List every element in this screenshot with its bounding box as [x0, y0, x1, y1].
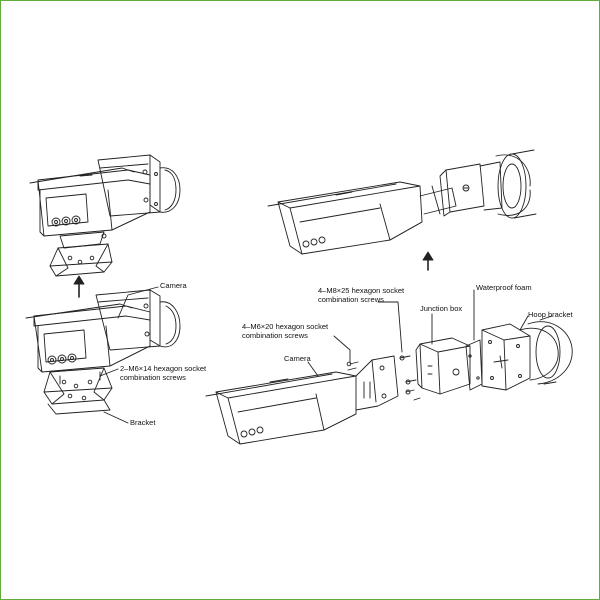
left-camera-assembled	[29, 154, 181, 277]
label-left-screws: 2–M6×14 hexagon socket combination screw…	[120, 364, 207, 382]
label-right-m6-screws: 4–M6×20 hexagon socket combination screw…	[242, 322, 329, 340]
leader-left-bracket	[103, 411, 129, 424]
leader-right-camera	[307, 361, 319, 377]
label-right-m8-screws: 4–M8×25 hexagon socket combination screw…	[318, 286, 405, 304]
right-up-arrow	[422, 251, 434, 271]
left-up-arrow	[73, 275, 85, 298]
right-camera-assembled	[267, 149, 537, 255]
right-camera-exploded	[205, 315, 573, 445]
label-right-camera: Camera	[284, 354, 311, 363]
label-waterproof-foam: Waterproof foam	[476, 283, 532, 292]
label-left-camera: Camera	[160, 281, 187, 290]
leader-right-hoop	[519, 315, 529, 331]
left-camera-exploded	[25, 289, 181, 415]
leader-right-m8	[377, 301, 403, 353]
leader-left-camera	[117, 286, 159, 319]
label-junction-box: Junction box	[420, 304, 463, 313]
leader-right-m6	[333, 335, 351, 363]
label-left-bracket: Bracket	[130, 418, 156, 427]
label-hoop-bracket: Hoop bracket	[528, 310, 573, 319]
leader-left-screws	[99, 368, 119, 377]
